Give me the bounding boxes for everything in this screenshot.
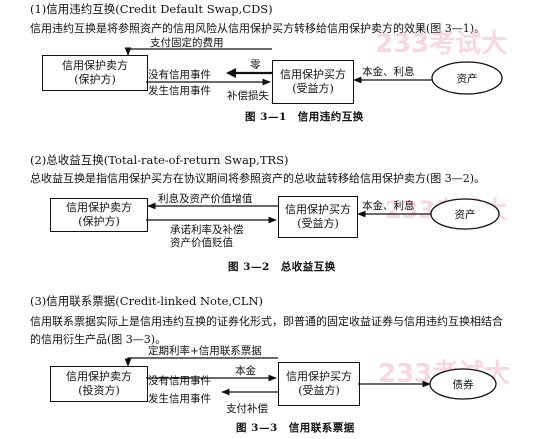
fig2-seller-line2: (保护方) (78, 215, 120, 228)
fig1-event-label: 发生信用事件 (148, 84, 211, 97)
section-3-heading: (3)信用联系票据(Credit-linked Note,CLN) (30, 294, 264, 308)
fig3-compensation-label: 支付补偿 (226, 402, 268, 415)
fig3-principal-label: 本金 (235, 364, 256, 377)
fig3-buyer-line2: (受益方) (298, 384, 340, 397)
fig1-seller-line1: 信用保护卖方 (62, 59, 128, 72)
section-2-body: 总收益互换是指信用保护买方在协议期间将参照资产的总收益转移给信用保护卖方(图 3… (30, 172, 486, 185)
fig1-asset-ellipse (431, 61, 503, 95)
fig1-buyer-box: 信用保护买方 (受益方) (272, 60, 354, 104)
fig3-no-event-label: 没有信用事件 (148, 374, 211, 387)
fig1-compensation-label: 补偿损失 (227, 89, 269, 102)
fig2-payment-label-line1: 承诺利率及补偿 (170, 223, 244, 236)
fig1-seller-box: 信用保护卖方 (保护方) (42, 55, 148, 91)
fig1-zero-label: 零 (250, 59, 261, 71)
fig2-asset-ellipse-label: 资产 (455, 208, 476, 221)
fig2-asset-label: 本金、利息 (362, 199, 415, 212)
fig2-buyer-line1: 信用保护买方 (285, 203, 351, 216)
fig2-buyer-box: 信用保护买方 (受益方) (278, 196, 358, 238)
fig1-asset-ellipse-label: 资产 (457, 72, 478, 85)
fig2-buyer-line2: (受益方) (297, 217, 339, 230)
fig1-fee-arrow (124, 47, 272, 56)
section-1-body: 信用违约互换是将参照资产的信用风险从信用保护买方转移给信用保护卖方的效果(图 3… (30, 22, 486, 35)
fig3-seller-box: 信用保护卖方 (投资方) (50, 366, 148, 402)
fig3-buyer-line1: 信用保护买方 (286, 370, 352, 383)
fig2-payment-label-line2: 资产价值贬值 (170, 236, 233, 249)
fig3-seller-line1: 信用保护卖方 (66, 370, 132, 383)
fig1-caption: 图 3—1 信用违约互换 (245, 110, 364, 123)
fig2-seller-line1: 信用保护卖方 (66, 201, 132, 214)
watermark-1: 233考试大 (375, 29, 507, 59)
section-1-heading: (1)信用违约互换(Credit Default Swap,CDS) (30, 2, 273, 16)
fig1-zero-arrowhead (226, 68, 236, 78)
section-2-heading: (2)总收益互换(Total-rate-of-return Swap,TRS) (30, 153, 289, 167)
fig1-seller-line2: (保护方) (74, 73, 116, 86)
fig1-buyer-line2: (受益方) (292, 82, 334, 95)
fig3-event-label: 发生信用事件 (148, 392, 211, 405)
fig3-rate-arrow (124, 357, 278, 367)
fig3-caption: 图 3—3 信用联系票据 (236, 421, 355, 434)
fig3-bond-ellipse-label: 债券 (453, 378, 474, 391)
fig2-asset-ellipse (430, 198, 500, 230)
fig3-rate-label: 定期利率+信用联系票据 (148, 344, 262, 357)
fig3-bond-ellipse (429, 368, 497, 400)
fig1-no-event-label: 没有信用事件 (148, 68, 211, 81)
section-3-body-line1: 信用联系票据实际上是信用违约互换的证券化形式，即普通的固定收益证券与信用违约互换… (30, 315, 503, 328)
fig2-caption: 图 3—2 总收益互换 (228, 260, 336, 273)
fig1-fee-label: 支付固定的费用 (150, 36, 224, 49)
fig2-return-label: 利息及资产价值增值 (158, 192, 253, 205)
fig3-buyer-box: 信用保护买方 (受益方) (278, 362, 360, 406)
fig1-asset-label: 本金、利息 (362, 65, 415, 78)
fig3-seller-line2: (投资方) (78, 384, 120, 397)
fig1-buyer-line1: 信用保护买方 (280, 68, 346, 81)
fig2-seller-box: 信用保护卖方 (保护方) (50, 198, 148, 232)
section-3-body-line2: 的信用衍生产品(图 3—3)。 (30, 333, 167, 346)
